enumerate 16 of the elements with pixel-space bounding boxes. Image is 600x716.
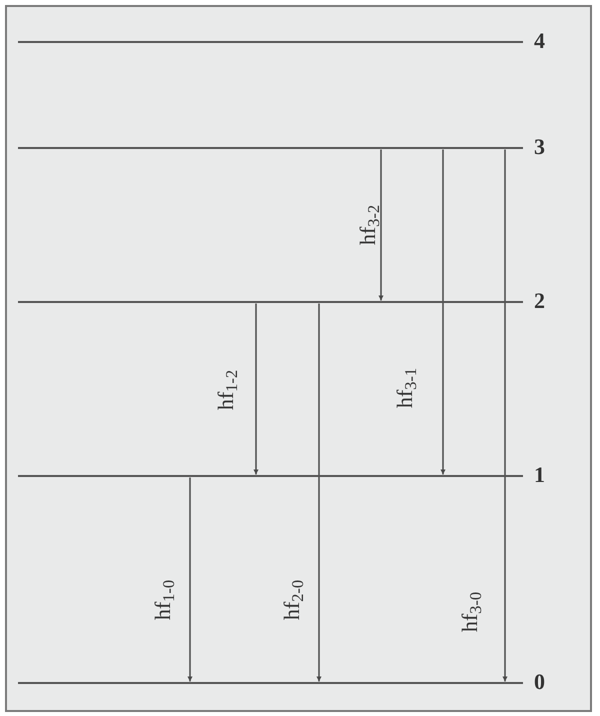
arrow [188, 478, 192, 682]
energy-level-line [18, 682, 523, 684]
arrow [316, 304, 322, 682]
level-number: 3 [534, 136, 545, 158]
level-number: 4 [534, 30, 545, 52]
energy-level-line [18, 301, 523, 303]
energy-level-line [18, 41, 523, 43]
level-number: 0 [534, 671, 545, 693]
arrow [440, 150, 446, 474]
energy-level-line [18, 475, 523, 477]
arrow [254, 304, 258, 474]
level-number: 2 [534, 290, 545, 312]
arrow [378, 150, 384, 300]
arrow [502, 150, 508, 682]
energy-level-line [18, 147, 523, 149]
level-number: 1 [534, 464, 545, 486]
